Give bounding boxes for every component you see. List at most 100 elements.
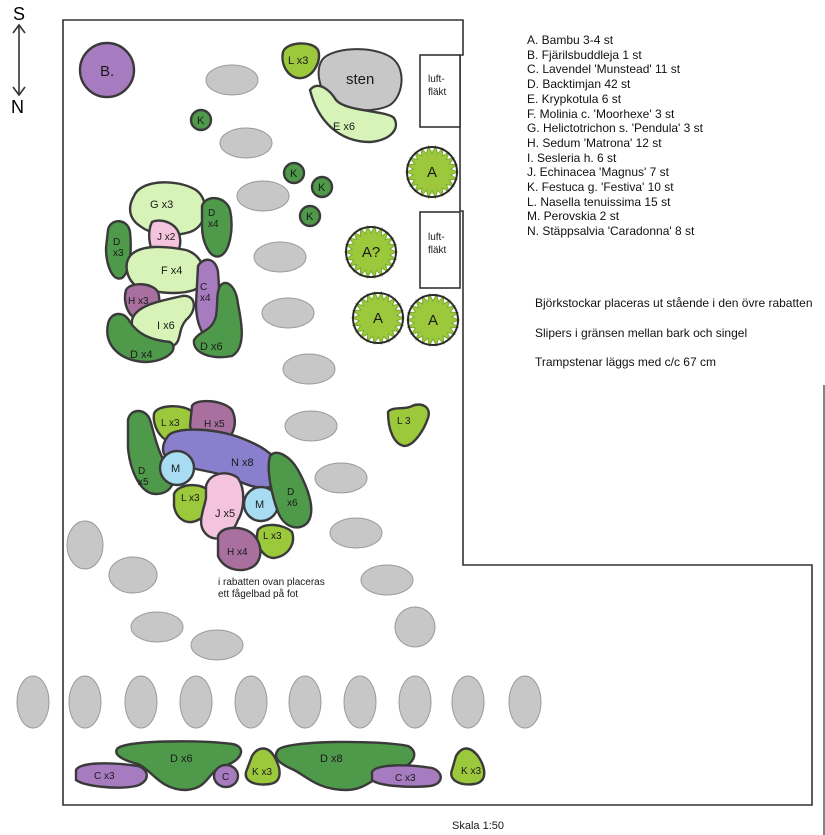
compass-north-label: N: [11, 97, 24, 117]
plant-bed-25: [267, 451, 313, 529]
stone-label: sten: [346, 71, 374, 88]
plant-bed-16: [192, 281, 243, 359]
scale-label: Skala 1:50: [452, 820, 504, 832]
plant-bed-27: [216, 526, 262, 572]
legend-item: J. Echinacea 'Magnus' 7 st: [527, 165, 669, 180]
plant-bed-5: [310, 175, 334, 199]
birdbath-note-line-1: i rabatten ovan placeras: [218, 577, 325, 588]
legend-item: C. Lavendel 'Munstead' 11 st: [527, 62, 681, 77]
legend-item: N. Stäppsalvia 'Caradonna' 8 st: [527, 224, 695, 239]
plant-bed-3: [189, 108, 213, 132]
bed-label: J x5: [215, 508, 235, 520]
plant-beds: [74, 41, 486, 792]
bed-label: C x3: [94, 771, 115, 782]
bed-label: B.: [100, 63, 114, 80]
bed-label: K: [290, 168, 298, 180]
bamboo-outline: [407, 294, 459, 346]
bed-label: E x6: [333, 121, 355, 133]
bed-label: K x3: [461, 766, 481, 777]
legend-item: H. Sedum 'Matrona' 12 st: [527, 135, 662, 150]
stepping-stones: [16, 64, 542, 729]
bamboo-clump: A: [350, 290, 406, 346]
bed-label: F x4: [161, 265, 182, 277]
legend-item: I. Sesleria h. 6 st: [527, 150, 617, 165]
bamboo-label: A: [373, 310, 383, 327]
bed-label: H x4: [227, 547, 248, 558]
plant-bed-33: [244, 747, 281, 786]
plant-bed-34: [370, 764, 442, 788]
bed-label: D x6: [200, 341, 223, 353]
bed-label: C x3: [395, 773, 416, 784]
plant-bed-8: [200, 197, 233, 258]
plant-bed-7: [128, 181, 207, 237]
bed-label: K: [306, 211, 314, 223]
bed-label: D x4: [130, 349, 153, 361]
plant-bed-6: [298, 204, 322, 228]
bamboo-outline: [352, 292, 404, 344]
plant-bed-35: [450, 747, 486, 786]
bed-label: L 3: [397, 416, 411, 427]
bed-label: H x5: [204, 419, 225, 430]
legend-item: K. Festuca g. 'Festiva' 10 st: [527, 180, 674, 195]
vent-label-2a: luft-: [428, 232, 445, 243]
note-birch-logs: Björkstockar placeras ut stående i den ö…: [535, 296, 813, 310]
bed-label: M: [171, 463, 180, 475]
vent-label-1b: fläkt: [428, 87, 447, 98]
bed-label: L x3: [161, 418, 180, 429]
plant-bed-0: [78, 41, 136, 99]
bed-label: D x6: [170, 753, 193, 765]
bamboo-label: A?: [362, 244, 380, 261]
bamboo-label: A: [427, 164, 437, 181]
compass-south-label: S: [13, 4, 26, 24]
bed-label: L x3: [288, 55, 308, 67]
bed-label: H x3: [128, 296, 149, 307]
legend-item: F. Molinia c. 'Moorhexe' 3 st: [527, 106, 675, 121]
note-sleepers: Slipers i gränsen mellan bark och singel: [535, 326, 748, 340]
plant-bed-4: [282, 161, 306, 185]
bed-label: J x2: [157, 232, 176, 243]
legend-item: A. Bambu 3-4 st: [527, 33, 614, 47]
bed-label: C: [222, 772, 229, 783]
bamboo-label: A: [428, 312, 438, 329]
bed-label: K: [318, 182, 326, 194]
plant-bed-15: [106, 312, 175, 364]
bed-label: N x8: [231, 457, 254, 469]
plant-bed-29: [115, 740, 243, 792]
vent-box-1: [419, 54, 461, 128]
bed-label: I x6: [157, 320, 175, 332]
bamboo-outline: [406, 146, 458, 198]
bamboo-clump: A?: [343, 224, 399, 280]
compass-arrow-icon: [12, 23, 26, 97]
plant-bed-21: [158, 449, 196, 487]
bed-label: G x3: [150, 199, 173, 211]
plant-bed-32: [212, 763, 240, 789]
bed-label: L x3: [181, 493, 200, 504]
bed-label: L x3: [263, 531, 282, 542]
plant-bed-11: [125, 245, 206, 295]
plant-bed-1: [281, 42, 321, 80]
legend-item: G. Helictotrichon s. 'Pendula' 3 st: [527, 121, 703, 136]
legend-item: B. Fjärilsbuddleja 1 st: [527, 47, 642, 62]
bamboo-clump: A: [405, 292, 461, 348]
garden-boundary: [62, 19, 813, 806]
legend-item: E. Krypkotula 6 st: [527, 91, 622, 106]
vent-box-2: [419, 211, 461, 289]
bed-label: K x3: [252, 767, 272, 778]
bamboo-clump: A: [404, 144, 460, 200]
note-stepping-stones: Trampstenar läggs med c/c 67 cm: [535, 355, 716, 369]
plant-bed-31: [74, 762, 148, 789]
plant-bed-23: [199, 472, 245, 540]
plant-legend: A. Bambu 3-4 st B. Fjärilsbuddleja 1 st …: [527, 33, 703, 239]
plant-bed-28: [386, 403, 430, 448]
plant-bed-2: [308, 84, 398, 144]
bed-label: K: [197, 115, 205, 127]
legend-item: M. Perovskia 2 st: [527, 209, 620, 224]
bamboo-outline: [345, 226, 397, 278]
vent-label-2b: fläkt: [428, 245, 447, 256]
